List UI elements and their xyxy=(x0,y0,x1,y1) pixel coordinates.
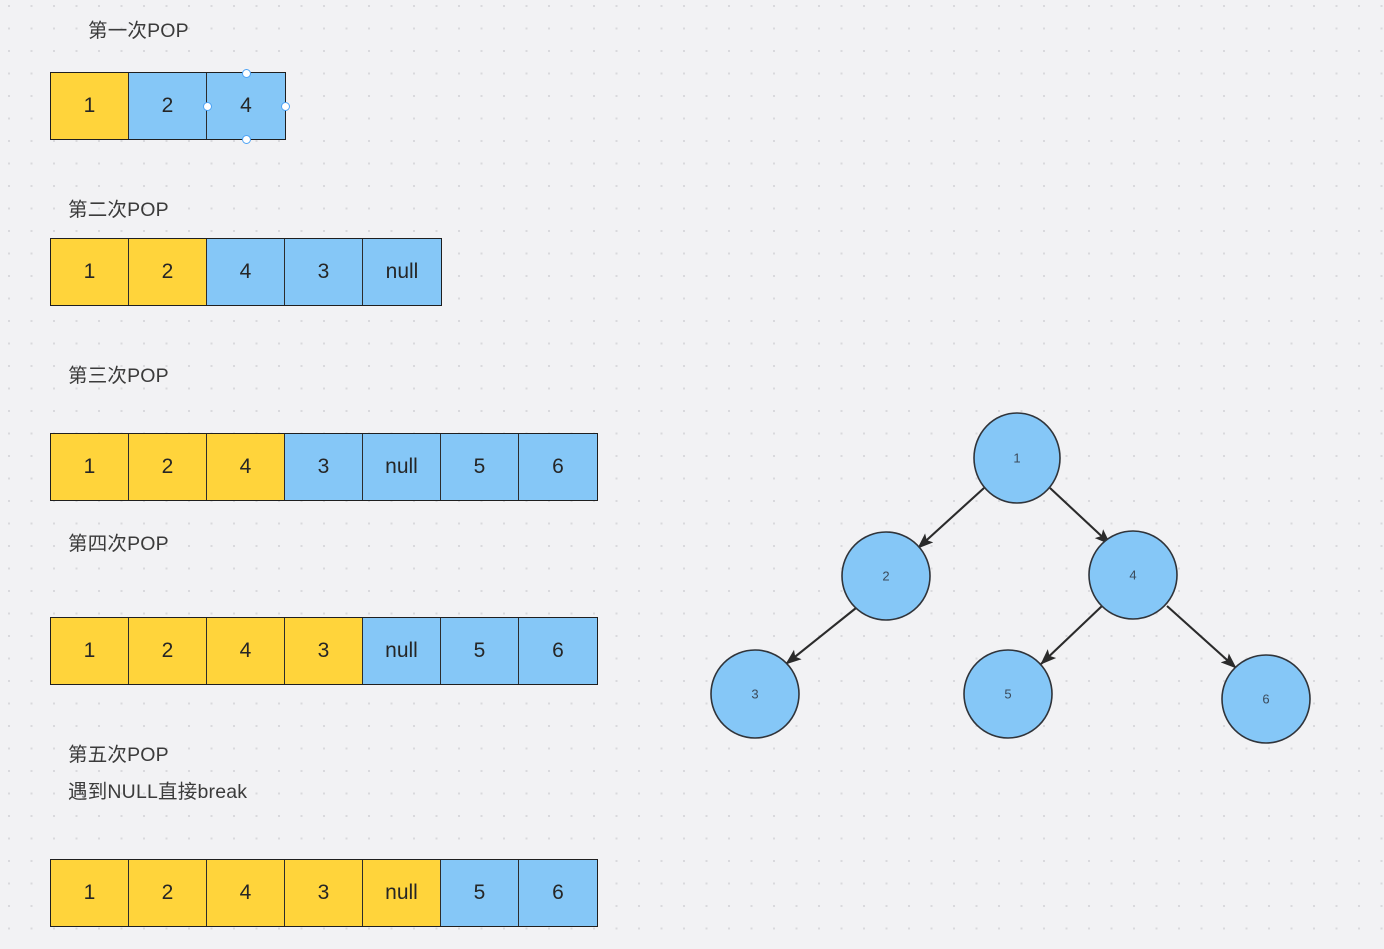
array-cell[interactable]: 2 xyxy=(129,618,207,684)
array-cell[interactable]: 4 xyxy=(207,860,285,926)
array-cell[interactable]: 1 xyxy=(51,73,129,139)
selection-handle-right[interactable] xyxy=(281,102,291,112)
array-cell[interactable]: 1 xyxy=(51,239,129,305)
array-cell[interactable]: null xyxy=(363,239,441,305)
array-cell[interactable]: 2 xyxy=(129,434,207,500)
tree-svg: 1 2 4 3 5 6 xyxy=(710,412,1311,744)
tree-node-shape xyxy=(973,412,1061,504)
tree-node-label: 4 xyxy=(1129,567,1136,582)
tree-node-shape xyxy=(1088,530,1178,620)
array-cell[interactable]: 4 xyxy=(207,73,285,139)
tree-node-shape xyxy=(1221,654,1311,744)
tree-node-1[interactable]: 1 xyxy=(973,412,1061,504)
tree-edges xyxy=(785,487,1237,669)
tree-node-3[interactable]: 3 xyxy=(710,649,800,739)
tree-node-4[interactable]: 4 xyxy=(1088,530,1178,620)
array-cell[interactable]: 6 xyxy=(519,860,597,926)
array-cell[interactable]: 3 xyxy=(285,618,363,684)
step-note-5: 遇到NULL直接break xyxy=(68,781,248,803)
tree-node-2[interactable]: 2 xyxy=(841,531,931,621)
array-cell[interactable]: 6 xyxy=(519,434,597,500)
array-cell[interactable]: 3 xyxy=(285,239,363,305)
step-label-1: 第一次POP xyxy=(88,20,189,42)
array-cell[interactable]: null xyxy=(363,434,441,500)
array-cell[interactable]: 3 xyxy=(285,860,363,926)
tree-edge-4-to-6 xyxy=(1166,605,1237,669)
tree-node-label: 2 xyxy=(882,568,889,583)
array-cell[interactable]: 1 xyxy=(51,434,129,500)
array-cell[interactable]: 2 xyxy=(129,239,207,305)
tree-node-label: 5 xyxy=(1004,686,1011,701)
tree-edge-1-to-2 xyxy=(917,487,985,549)
selection-handle-top[interactable] xyxy=(242,69,252,79)
tree-nodes: 1 2 4 3 5 6 xyxy=(710,412,1311,744)
tree-edge-1-to-4 xyxy=(1049,487,1111,545)
step-label-3: 第三次POP xyxy=(68,365,169,387)
tree-edge-2-to-3 xyxy=(785,607,857,665)
array-cell[interactable]: 6 xyxy=(519,618,597,684)
array-cell[interactable]: 4 xyxy=(207,434,285,500)
tree-node-shape xyxy=(710,649,800,739)
step-label-2: 第二次POP xyxy=(68,199,169,221)
step-label-4: 第四次POP xyxy=(68,533,169,555)
array-cell[interactable]: 1 xyxy=(51,860,129,926)
tree-node-5[interactable]: 5 xyxy=(963,649,1053,739)
step-label-5: 第五次POP xyxy=(68,744,169,766)
array-cell[interactable]: 2 xyxy=(129,860,207,926)
array-cell[interactable]: null xyxy=(363,618,441,684)
array-cell[interactable]: 4 xyxy=(207,239,285,305)
tree-node-6[interactable]: 6 xyxy=(1221,654,1311,744)
array-cell[interactable]: 4 xyxy=(207,618,285,684)
binary-tree-diagram: 1 2 4 3 5 6 xyxy=(690,400,1330,760)
tree-node-shape xyxy=(963,649,1053,739)
array-cell[interactable]: 3 xyxy=(285,434,363,500)
selection-handle-left[interactable] xyxy=(203,102,213,112)
array-cell[interactable]: 5 xyxy=(441,434,519,500)
tree-node-shape xyxy=(841,531,931,621)
tree-node-label: 1 xyxy=(1013,450,1020,465)
array-cell[interactable]: null xyxy=(363,860,441,926)
array-cell[interactable]: 5 xyxy=(441,860,519,926)
array-cell[interactable]: 2 xyxy=(129,73,207,139)
selection-handle-bottom[interactable] xyxy=(242,135,252,145)
tree-node-label: 6 xyxy=(1262,691,1269,706)
tree-edge-4-to-5 xyxy=(1040,605,1103,665)
array-cell[interactable]: 1 xyxy=(51,618,129,684)
tree-node-label: 3 xyxy=(751,686,758,701)
array-cell[interactable]: 5 xyxy=(441,618,519,684)
